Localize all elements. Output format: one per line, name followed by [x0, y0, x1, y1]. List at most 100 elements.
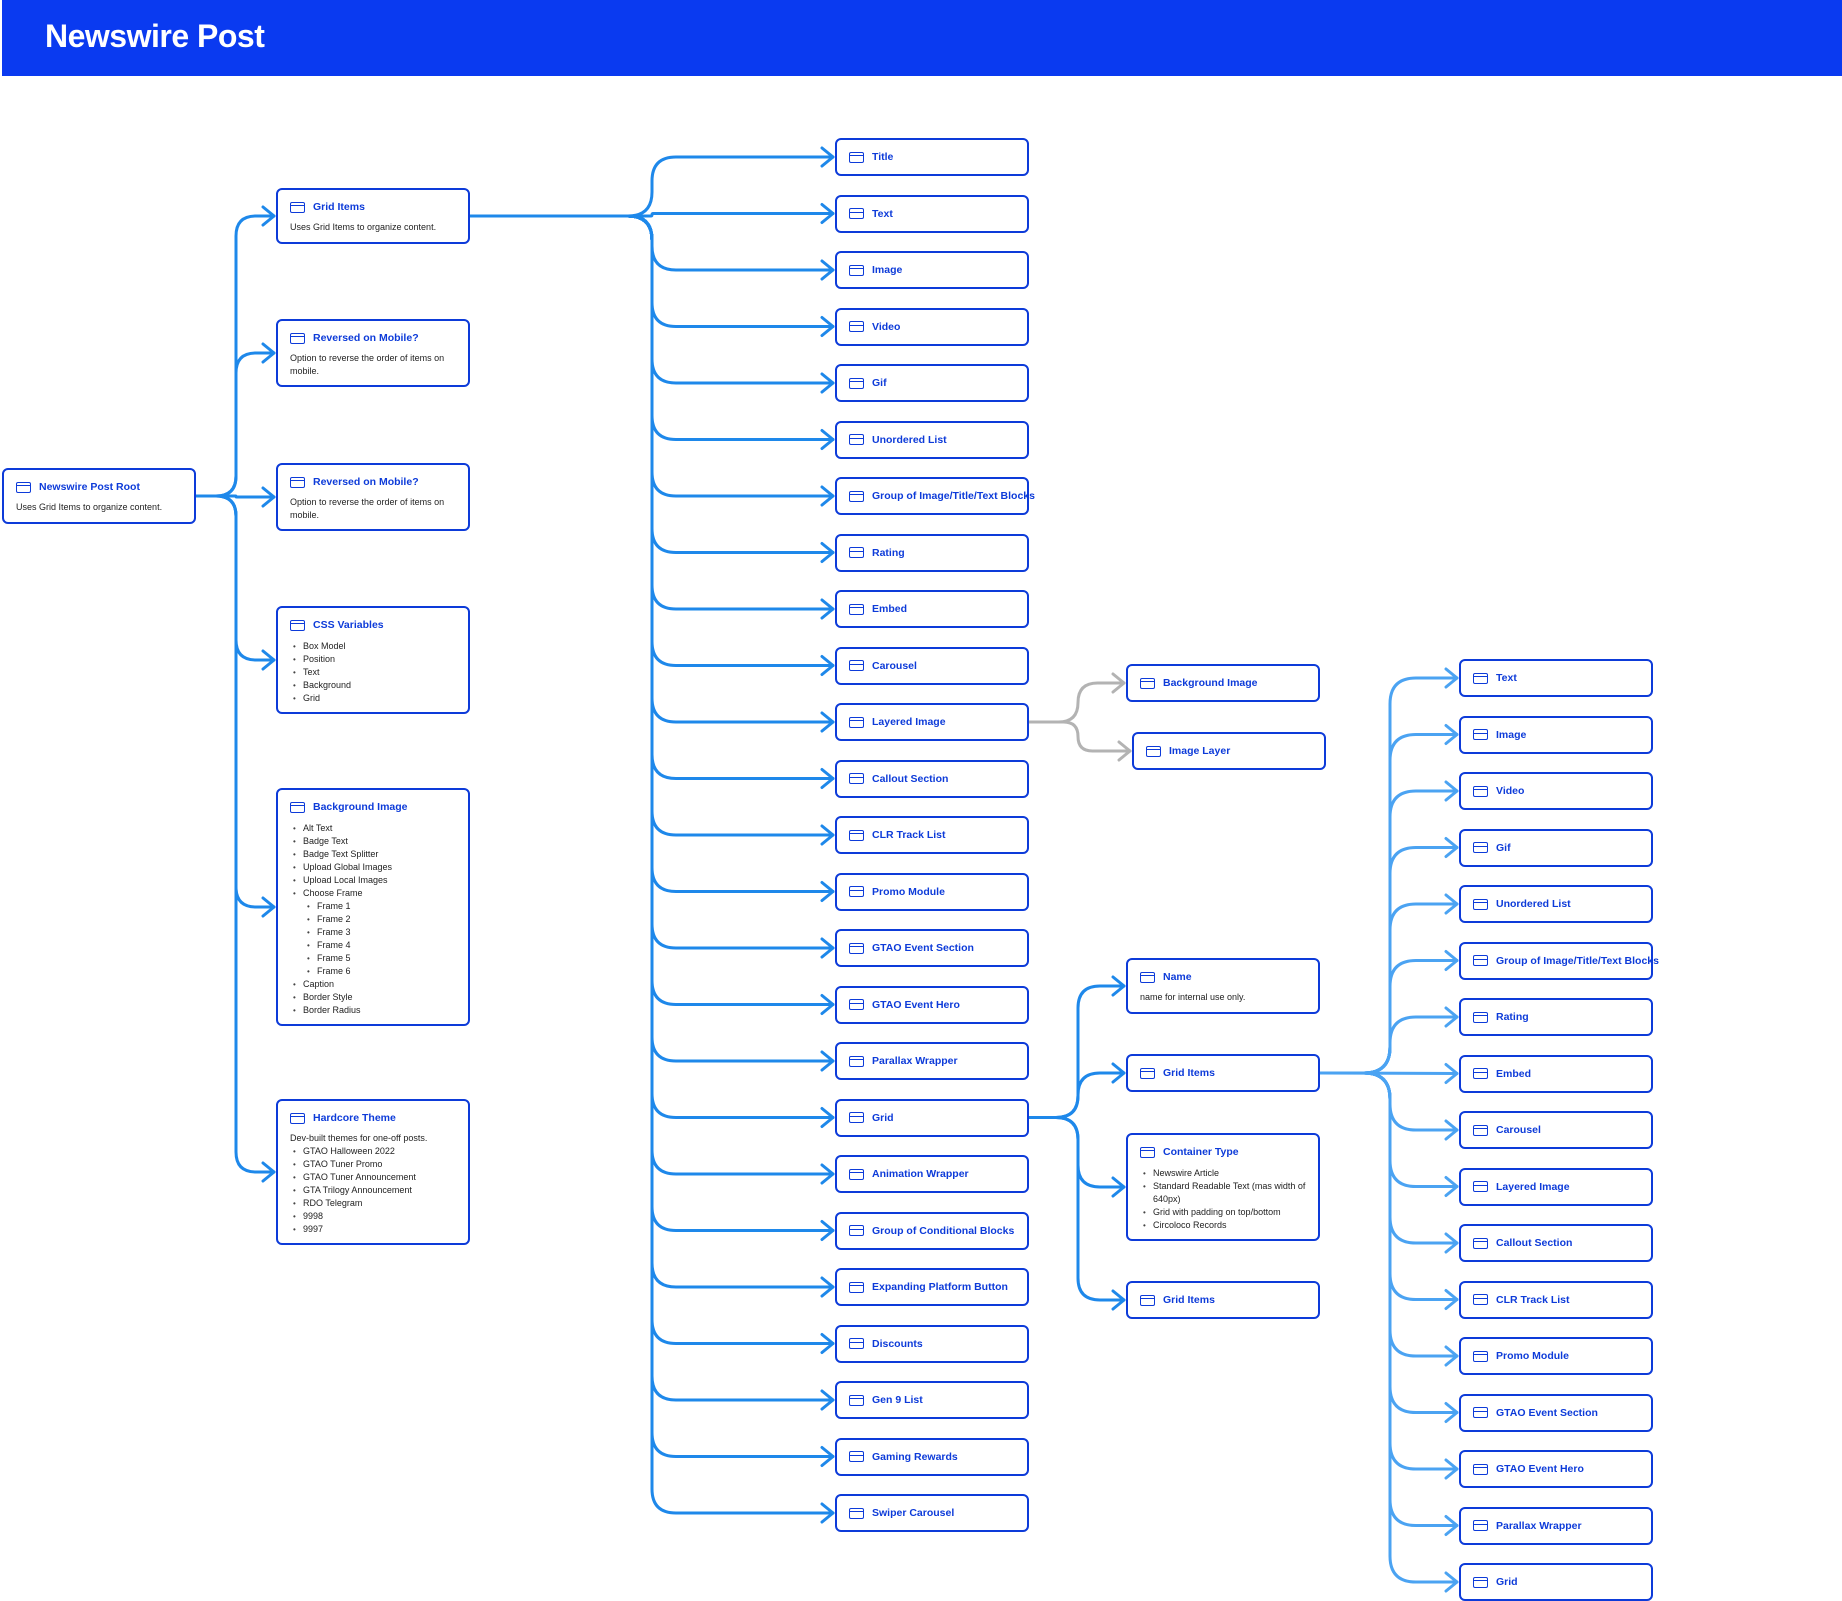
node-group-of-conditional-blocks[interactable]: Group of Conditional Blocks	[835, 1211, 1029, 1250]
node-inner-clr-track-list[interactable]: CLR Track List	[1459, 1280, 1653, 1319]
node-header: Swiper Carousel	[849, 1496, 954, 1530]
node-header: Reversed on Mobile?	[290, 465, 419, 499]
node-group-of-image-title-text-blocks[interactable]: Group of Image/Title/Text Blocks	[835, 477, 1035, 515]
node-inner-embed[interactable]: Embed	[1459, 1054, 1653, 1093]
edge	[468, 212, 835, 218]
node-header: Title	[849, 140, 893, 174]
component-icon	[849, 829, 864, 841]
node-inner-parallax-wrapper[interactable]: Parallax Wrapper	[1459, 1506, 1653, 1545]
node-text[interactable]: Text	[835, 194, 1029, 233]
node-inner-promo-module[interactable]: Promo Module	[1459, 1337, 1653, 1375]
arrowhead	[820, 259, 835, 281]
node-gtao-event-section[interactable]: GTAO Event Section	[835, 929, 1029, 967]
node-parallax-wrapper[interactable]: Parallax Wrapper	[835, 1042, 1029, 1080]
node-header: Container Type	[1140, 1135, 1239, 1169]
node-expanding-platform-button[interactable]: Expanding Platform Button	[835, 1268, 1029, 1306]
node-description: Uses Grid Items to organize content.	[290, 222, 437, 232]
node-title[interactable]: Title	[835, 138, 1029, 176]
node-css-variables[interactable]: CSS VariablesBox ModelPositionTextBackgr…	[276, 606, 470, 714]
node-reversed-mobile-2[interactable]: Reversed on Mobile?Option to reverse the…	[276, 463, 470, 531]
node-header: Expanding Platform Button	[849, 1270, 1008, 1304]
node-reversed-mobile-1[interactable]: Reversed on Mobile?Option to reverse the…	[276, 319, 470, 387]
arrowhead	[1444, 950, 1459, 971]
node-unordered-list[interactable]: Unordered List	[835, 420, 1029, 459]
node-gtao-event-hero[interactable]: GTAO Event Hero	[835, 985, 1029, 1024]
node-title: CSS Variables	[313, 619, 384, 631]
node-title: Gen 9 List	[872, 1394, 923, 1406]
node-background-image[interactable]: Background ImageAlt TextBadge TextBadge …	[276, 788, 470, 1026]
node-inner-text[interactable]: Text	[1459, 659, 1653, 697]
component-icon	[1140, 1067, 1155, 1079]
arrowhead	[820, 655, 835, 676]
node-grid-items-bottom[interactable]: Grid Items	[1126, 1281, 1320, 1319]
node-gen-9-list[interactable]: Gen 9 List	[835, 1381, 1029, 1419]
node-inner-image[interactable]: Image	[1459, 715, 1653, 754]
node-embed[interactable]: Embed	[835, 590, 1029, 628]
node-clr-track-list[interactable]: CLR Track List	[835, 816, 1029, 854]
node-inner-video[interactable]: Video	[1459, 772, 1653, 810]
node-inner-rating[interactable]: Rating	[1459, 998, 1653, 1036]
node-title: Unordered List	[1496, 898, 1571, 910]
node-inner-group-of-image-title-text-blocks[interactable]: Group of Image/Title/Text Blocks	[1459, 941, 1659, 980]
arrowhead	[820, 1389, 835, 1411]
node-inner-gtao-event-section[interactable]: GTAO Event Section	[1459, 1393, 1653, 1432]
node-callout-section[interactable]: Callout Section	[835, 759, 1029, 798]
node-image[interactable]: Image	[835, 251, 1029, 289]
node-property: Upload Global Images	[290, 861, 462, 874]
node-inner-grid[interactable]: Grid	[1459, 1563, 1653, 1601]
node-header: Gif	[849, 366, 887, 400]
node-carousel[interactable]: Carousel	[835, 646, 1029, 685]
arrowhead	[820, 711, 835, 733]
node-gaming-rewards[interactable]: Gaming Rewards	[835, 1437, 1029, 1476]
node-swiper-carousel[interactable]: Swiper Carousel	[835, 1494, 1029, 1532]
node-property: Frame 4	[290, 939, 462, 952]
node-title: Hardcore Theme	[313, 1112, 396, 1124]
node-header: GTAO Event Hero	[1473, 1452, 1584, 1486]
edge	[194, 494, 276, 499]
node-discounts[interactable]: Discounts	[835, 1324, 1029, 1363]
node-inner-layered-image[interactable]: Layered Image	[1459, 1167, 1653, 1206]
node-property: Frame 3	[290, 926, 462, 939]
node-gif[interactable]: Gif	[835, 364, 1029, 402]
arrowhead	[261, 486, 276, 508]
component-icon	[849, 1338, 864, 1349]
node-title: Callout Section	[872, 772, 949, 785]
arrowhead	[261, 896, 276, 918]
component-icon	[1473, 729, 1488, 740]
node-description: Option to reverse the order of items on …	[290, 497, 445, 520]
node-inner-carousel[interactable]: Carousel	[1459, 1111, 1653, 1149]
node-background-image[interactable]: Background Image	[1126, 664, 1320, 702]
node-title: Title	[872, 151, 894, 163]
node-header: Group of Image/Title/Text Blocks	[849, 479, 1035, 513]
node-property: Border Radius	[290, 1004, 462, 1017]
node-layered-image[interactable]: Layered Image	[835, 703, 1029, 741]
node-grid[interactable]: Grid	[835, 1098, 1029, 1137]
arrowhead	[820, 1333, 835, 1354]
node-inner-gif[interactable]: Gif	[1459, 828, 1653, 867]
arrowhead	[820, 372, 835, 394]
arrowhead	[820, 146, 835, 168]
node-rating[interactable]: Rating	[835, 533, 1029, 572]
node-inner-gtao-event-hero[interactable]: GTAO Event Hero	[1459, 1450, 1653, 1488]
node-inner-callout-section[interactable]: Callout Section	[1459, 1224, 1653, 1262]
node-title: GTAO Event Section	[1496, 1406, 1598, 1419]
node-inner-unordered-list[interactable]: Unordered List	[1459, 885, 1653, 923]
node-grid-items-inner[interactable]: Grid Items	[1126, 1054, 1320, 1092]
node-property: Text	[290, 666, 462, 679]
arrowhead	[1444, 837, 1459, 858]
node-container-type[interactable]: Container TypeNewswire ArticleStandard R…	[1126, 1133, 1320, 1241]
node-promo-module[interactable]: Promo Module	[835, 872, 1029, 911]
arrowhead	[1444, 667, 1459, 689]
component-icon	[1473, 1350, 1488, 1362]
node-header: Grid Items	[1140, 1283, 1215, 1317]
node-title: Text	[1496, 672, 1517, 684]
node-video[interactable]: Video	[835, 307, 1029, 346]
node-image-layer[interactable]: Image Layer	[1132, 732, 1326, 770]
node-animation-wrapper[interactable]: Animation Wrapper	[835, 1155, 1029, 1193]
node-property-list: Alt TextBadge TextBadge Text SplitterUpl…	[290, 822, 462, 1017]
component-icon	[1473, 785, 1488, 797]
